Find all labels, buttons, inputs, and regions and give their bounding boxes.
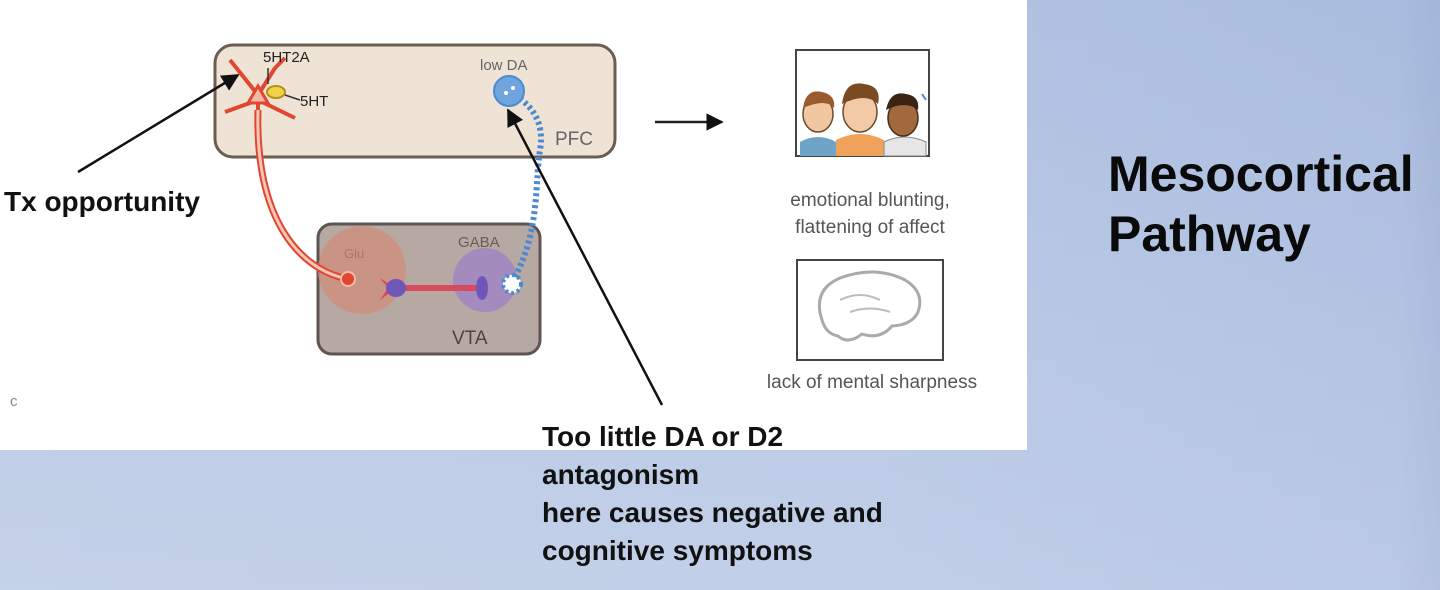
label-low-da: low DA: [480, 57, 528, 74]
caption-line-2: antagonism: [542, 459, 700, 490]
da-cell-body: [501, 273, 523, 295]
glu-cell-body: [318, 226, 406, 314]
vta-interneuron: [380, 276, 488, 300]
label-glu: Glu: [344, 246, 364, 261]
slide-title-line-2: Pathway: [1108, 206, 1311, 262]
label-pfc: PFC: [555, 129, 593, 150]
slide-title-line-1: Mesocortical: [1108, 146, 1414, 202]
outcome-1-line-2: flattening of affect: [795, 217, 945, 238]
5ht-terminal: [266, 85, 286, 99]
caption-line-1: Too little DA or D2: [542, 421, 784, 452]
caption: Too little DA or D2 antagonism here caus…: [542, 418, 962, 570]
slide-title: Mesocortical Pathway: [1108, 144, 1438, 264]
da-projection: [512, 92, 544, 279]
tx-opportunity-arrow: [77, 73, 240, 174]
label-5ht: 5HT: [300, 93, 328, 110]
caption-line-4: cognitive symptoms: [542, 535, 813, 566]
brain-image: [796, 259, 944, 361]
tx-opportunity-label: Tx opportunity: [4, 186, 200, 217]
caption-arrow: [506, 108, 664, 406]
outcome-1-line-1: emotional blunting,: [790, 190, 950, 211]
label-panel: c: [10, 393, 18, 410]
caption-line-3: here causes negative and: [542, 497, 883, 528]
emotional-blunting-image: [795, 49, 930, 157]
label-vta: VTA: [452, 328, 488, 349]
outcome-2-label: lack of mental sharpness: [767, 372, 977, 393]
pfc-region: [213, 43, 617, 159]
label-5ht2a: 5HT2A: [263, 49, 310, 66]
low-da-terminal: [493, 75, 525, 107]
label-gaba: GABA: [458, 234, 500, 251]
